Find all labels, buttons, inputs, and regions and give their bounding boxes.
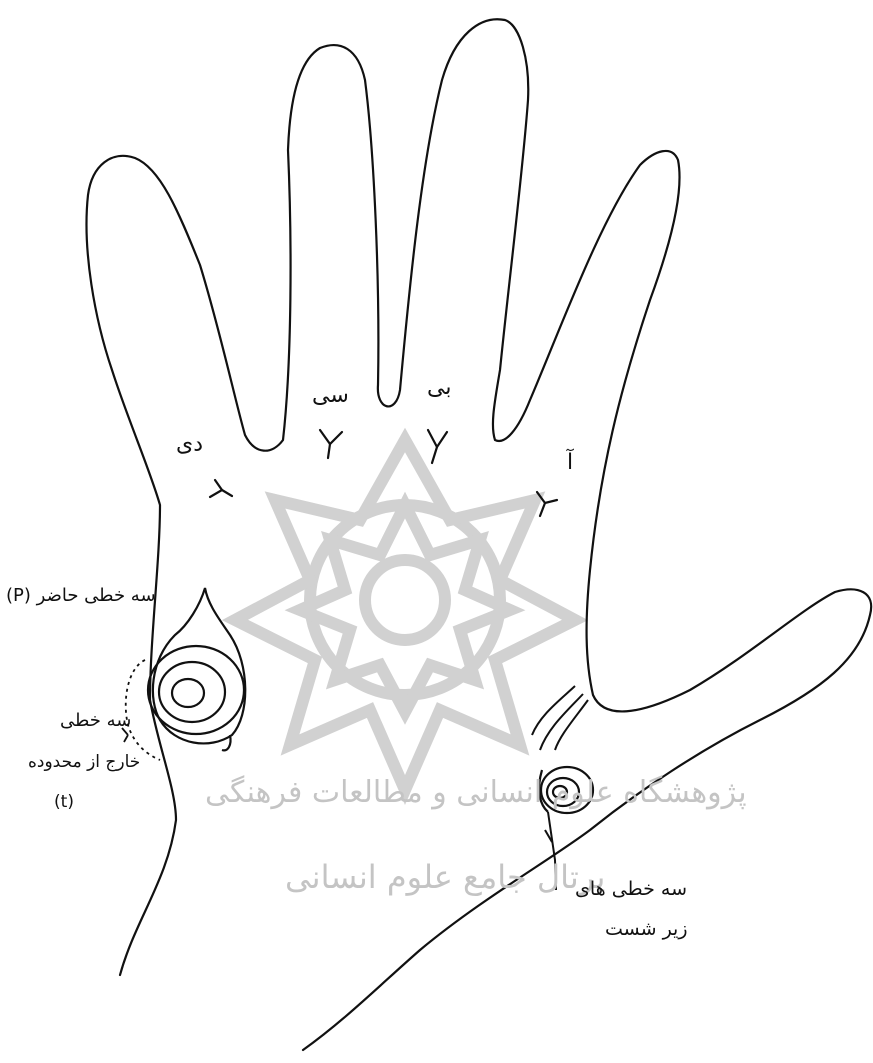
triradius-b	[428, 430, 447, 463]
annotation-thenar-triradius-2: زیر شست	[605, 918, 688, 940]
thumb-crease-3	[555, 700, 588, 750]
annotation-thenar-triradius-1: سه خطی های	[575, 878, 687, 900]
annotation-hypothenar-outer-2: خارج از محدوده	[28, 752, 140, 772]
thumb-crease-2	[540, 694, 583, 750]
label-triradius-b: بی	[427, 375, 451, 400]
label-triradius-d: دی	[176, 432, 203, 457]
watermark-emblem	[235, 440, 575, 790]
label-triradius-c: سی	[312, 383, 349, 408]
hypothenar-whorl	[148, 588, 245, 750]
label-triradius-a: آ	[567, 450, 573, 475]
annotation-hypothenar-outer-1: سه خطی	[60, 710, 131, 731]
triradius-c	[320, 430, 342, 458]
annotation-hypothenar-outer-3: (t)	[54, 792, 74, 812]
triradius-a	[537, 492, 557, 516]
annotation-hypothenar-whorl: سه خطی حاضر (P)	[6, 585, 156, 606]
watermark-line1: پژوهشگاه علوم انسانی و مطالعات فرهنگی	[205, 775, 747, 810]
watermark-line2: پرتال جامع علوم انسانی	[285, 858, 605, 896]
triradius-d	[210, 480, 232, 497]
